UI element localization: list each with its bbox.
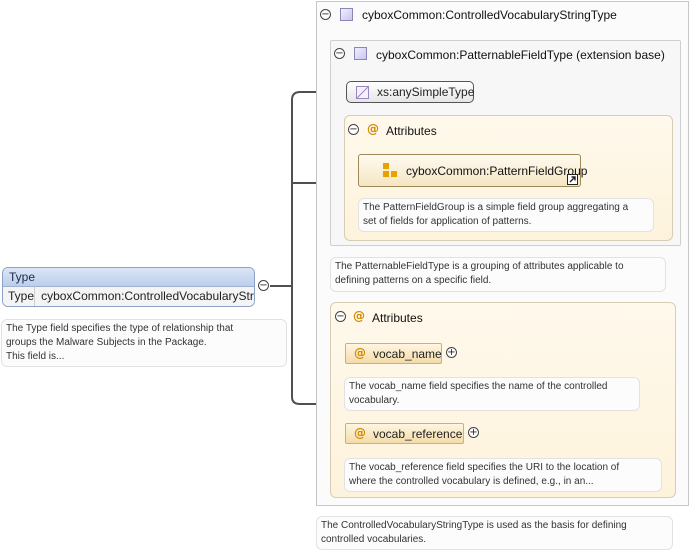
type-element-value: cyboxCommon:ControlledVocabularyStri ... xyxy=(41,289,254,303)
attribute-at-icon: @ xyxy=(354,426,366,440)
vocab-name-expand-toggle[interactable]: + xyxy=(446,347,457,358)
simple-type-label: xs:anySimpleType xyxy=(377,85,475,99)
simple-type-icon xyxy=(356,86,369,99)
type-element-doc-line: This field is... xyxy=(6,351,65,362)
vocab-reference-expand-toggle[interactable]: + xyxy=(468,427,479,438)
pattern-group-doc: The PatternFieldGroup is a simple field … xyxy=(358,198,654,232)
patternable-title: cyboxCommon:PatternableFieldType (extens… xyxy=(376,48,665,62)
attribute-group-icon xyxy=(383,163,397,177)
vocab-name-attribute[interactable]: @ vocab_name xyxy=(345,343,442,364)
simple-type-node[interactable]: xs:anySimpleType xyxy=(346,81,474,103)
vocab-reference-doc-line: where the controlled vocabulary is defin… xyxy=(349,476,594,487)
vocab-name-doc-line: The vocab_name field specifies the name … xyxy=(349,381,608,392)
vocab-name-label: vocab_name xyxy=(373,347,442,361)
type-element-doc: The Type field specifies the type of rel… xyxy=(1,319,287,367)
pattern-attributes-label: Attributes xyxy=(386,124,437,138)
patternable-doc-line: The PatternableFieldType is a grouping o… xyxy=(335,261,624,272)
vocab-name-doc: The vocab_name field specifies the name … xyxy=(344,377,640,411)
vocab-attributes-label: Attributes xyxy=(372,311,423,325)
controlled-vocab-doc-line: The ControlledVocabularyStringType is us… xyxy=(321,520,627,531)
patternable-collapse-toggle[interactable]: − xyxy=(334,48,345,59)
complex-type-icon xyxy=(340,8,353,21)
vocab-reference-doc-line: The vocab_reference field specifies the … xyxy=(349,462,620,473)
vocab-name-doc-line: vocabulary. xyxy=(349,395,400,406)
patternable-doc-line: defining patterns on a specific field. xyxy=(335,275,492,286)
pattern-field-group-node[interactable] xyxy=(358,154,581,187)
type-element-card[interactable]: Type Type cyboxCommon:ControlledVocabula… xyxy=(2,267,255,307)
type-element-collapse-toggle[interactable]: − xyxy=(258,280,269,291)
vocab-reference-attribute[interactable]: @ vocab_reference xyxy=(345,423,464,444)
type-element-doc-line: groups the Malware Subjects in the Packa… xyxy=(6,337,207,348)
type-element-doc-line: The Type field specifies the type of rel… xyxy=(6,323,234,334)
type-element-header: Type xyxy=(3,268,254,287)
pattern-field-group-label: cyboxCommon:PatternFieldGroup xyxy=(406,164,588,178)
pattern-group-doc-line: set of fields for application of pattern… xyxy=(363,216,532,227)
vocab-reference-label: vocab_reference xyxy=(373,427,463,441)
complex-type-icon xyxy=(354,47,367,60)
vocab-reference-doc: The vocab_reference field specifies the … xyxy=(344,458,662,492)
attribute-at-icon: @ xyxy=(354,346,366,360)
controlled-vocab-title: cyboxCommon:ControlledVocabularyStringTy… xyxy=(362,8,617,22)
attributes-at-icon: @ xyxy=(367,122,379,136)
controlled-vocab-collapse-toggle[interactable]: − xyxy=(320,9,331,20)
type-element-key: Type xyxy=(3,287,36,306)
external-link-icon[interactable] xyxy=(567,174,578,185)
vocab-attributes-collapse-toggle[interactable]: − xyxy=(335,311,346,322)
pattern-attributes-collapse-toggle[interactable]: − xyxy=(348,124,359,135)
controlled-vocab-doc: The ControlledVocabularyStringType is us… xyxy=(316,516,673,550)
patternable-doc: The PatternableFieldType is a grouping o… xyxy=(330,257,666,292)
attributes-at-icon: @ xyxy=(353,309,365,323)
type-element-row: Type cyboxCommon:ControlledVocabularyStr… xyxy=(3,287,254,306)
pattern-group-doc-line: The PatternFieldGroup is a simple field … xyxy=(363,202,629,213)
controlled-vocab-doc-line: controlled vocabularies. xyxy=(321,534,427,545)
